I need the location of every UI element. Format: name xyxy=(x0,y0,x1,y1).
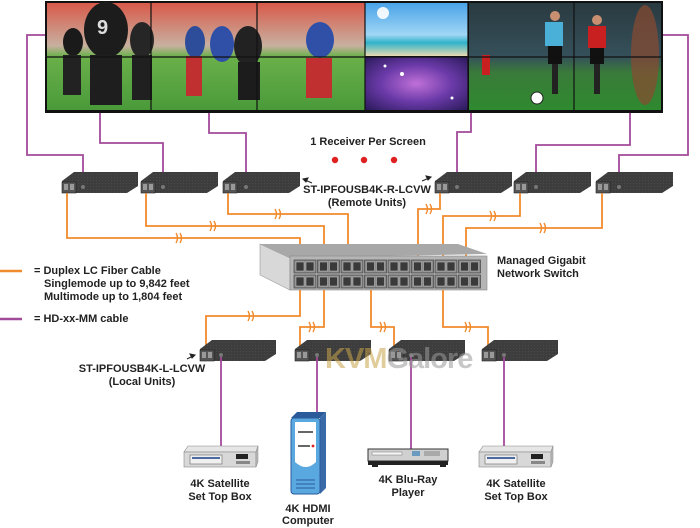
local-unit-3[interactable] xyxy=(388,340,465,362)
source-label-bluray-line2: Player xyxy=(391,487,425,499)
galaxy-image xyxy=(365,57,468,110)
svg-text:9: 9 xyxy=(97,17,108,39)
source-label-satellite-2-line1: 4K Satellite xyxy=(486,478,546,490)
source-label-computer-line2: Computer xyxy=(282,515,334,527)
remote-units-model-label: ST-IPFOUSB4K-R-LCVW xyxy=(303,184,431,196)
local-unit-4[interactable] xyxy=(481,340,558,362)
switch-port[interactable] xyxy=(458,274,481,289)
video-wall: 9 xyxy=(45,1,663,113)
source-label-computer-line1: 4K HDMI xyxy=(285,503,331,515)
computer-tower[interactable] xyxy=(290,412,326,495)
switch-label-line1: Managed Gigabit xyxy=(497,255,586,267)
switch-port[interactable] xyxy=(434,274,458,289)
football-players: 9 xyxy=(63,2,334,105)
remote-unit-2[interactable] xyxy=(140,172,218,194)
source-label-satellite-1-line1: 4K Satellite xyxy=(190,478,250,490)
local-units-model-label: ST-IPFOUSB4K-L-LCVW xyxy=(78,363,206,375)
switch-port[interactable] xyxy=(364,259,387,274)
watermark-part2: Galore xyxy=(386,343,473,375)
soccer-players xyxy=(482,5,659,105)
ellipsis-dots xyxy=(331,156,398,164)
hdmi-cables-bottom xyxy=(220,357,505,450)
source-label-bluray-line1: 4K Blu-Ray xyxy=(378,474,438,486)
local-unit-2[interactable] xyxy=(294,340,371,362)
kvmgalore-watermark: KVMGalore xyxy=(325,343,473,376)
remote-unit-1[interactable] xyxy=(61,172,138,194)
switch-port[interactable] xyxy=(340,259,364,274)
local-units xyxy=(199,340,558,362)
source-label-satellite-2-line2: Set Top Box xyxy=(484,491,548,503)
switch-port[interactable] xyxy=(387,274,411,289)
switch-port[interactable] xyxy=(340,274,364,289)
pointer-arrows xyxy=(186,175,433,360)
receiver-per-screen-note: 1 Receiver Per Screen xyxy=(310,136,426,148)
switch-label-line2: Network Switch xyxy=(497,268,579,280)
legend-fiber-line3: Multimode up to 1,804 feet xyxy=(44,291,183,303)
switch-port[interactable] xyxy=(458,259,481,274)
remote-units-sub-label: (Remote Units) xyxy=(327,197,407,209)
switch-port[interactable] xyxy=(387,259,411,274)
switch-ports xyxy=(293,259,481,289)
switch-port[interactable] xyxy=(411,274,434,289)
fiber-break-marks-bottom xyxy=(247,310,472,333)
legend-hdmi-line1: = HD-xx-MM cable xyxy=(34,313,129,325)
legend-fiber-line2: Singlemode up to 9,842 feet xyxy=(44,278,190,290)
satellite-box-1[interactable] xyxy=(183,445,259,468)
legend-fiber-line1: = Duplex LC Fiber Cable xyxy=(34,265,161,277)
remote-unit-4[interactable] xyxy=(434,172,512,194)
switch-port[interactable] xyxy=(434,259,458,274)
switch-port[interactable] xyxy=(293,274,317,289)
switch-port[interactable] xyxy=(293,259,317,274)
bluray-player[interactable] xyxy=(367,448,449,467)
remote-unit-3[interactable] xyxy=(222,172,300,194)
network-switch xyxy=(259,243,488,291)
source-label-satellite-1-line2: Set Top Box xyxy=(188,491,252,503)
switch-port[interactable] xyxy=(317,274,340,289)
remote-unit-5[interactable] xyxy=(513,172,591,194)
video-wall-grid xyxy=(47,3,661,110)
watermark-part1: KVM xyxy=(325,343,387,375)
switch-port[interactable] xyxy=(411,259,434,274)
local-units-sub-label: (Local Units) xyxy=(108,376,176,388)
switch-port[interactable] xyxy=(364,274,387,289)
local-unit-1[interactable] xyxy=(199,340,276,362)
satellite-box-2[interactable] xyxy=(478,445,554,468)
remote-units xyxy=(61,172,673,194)
hdmi-cables-top xyxy=(26,34,689,188)
fiber-break-marks-top xyxy=(175,203,547,244)
switch-port[interactable] xyxy=(317,259,340,274)
remote-unit-6[interactable] xyxy=(595,172,673,194)
